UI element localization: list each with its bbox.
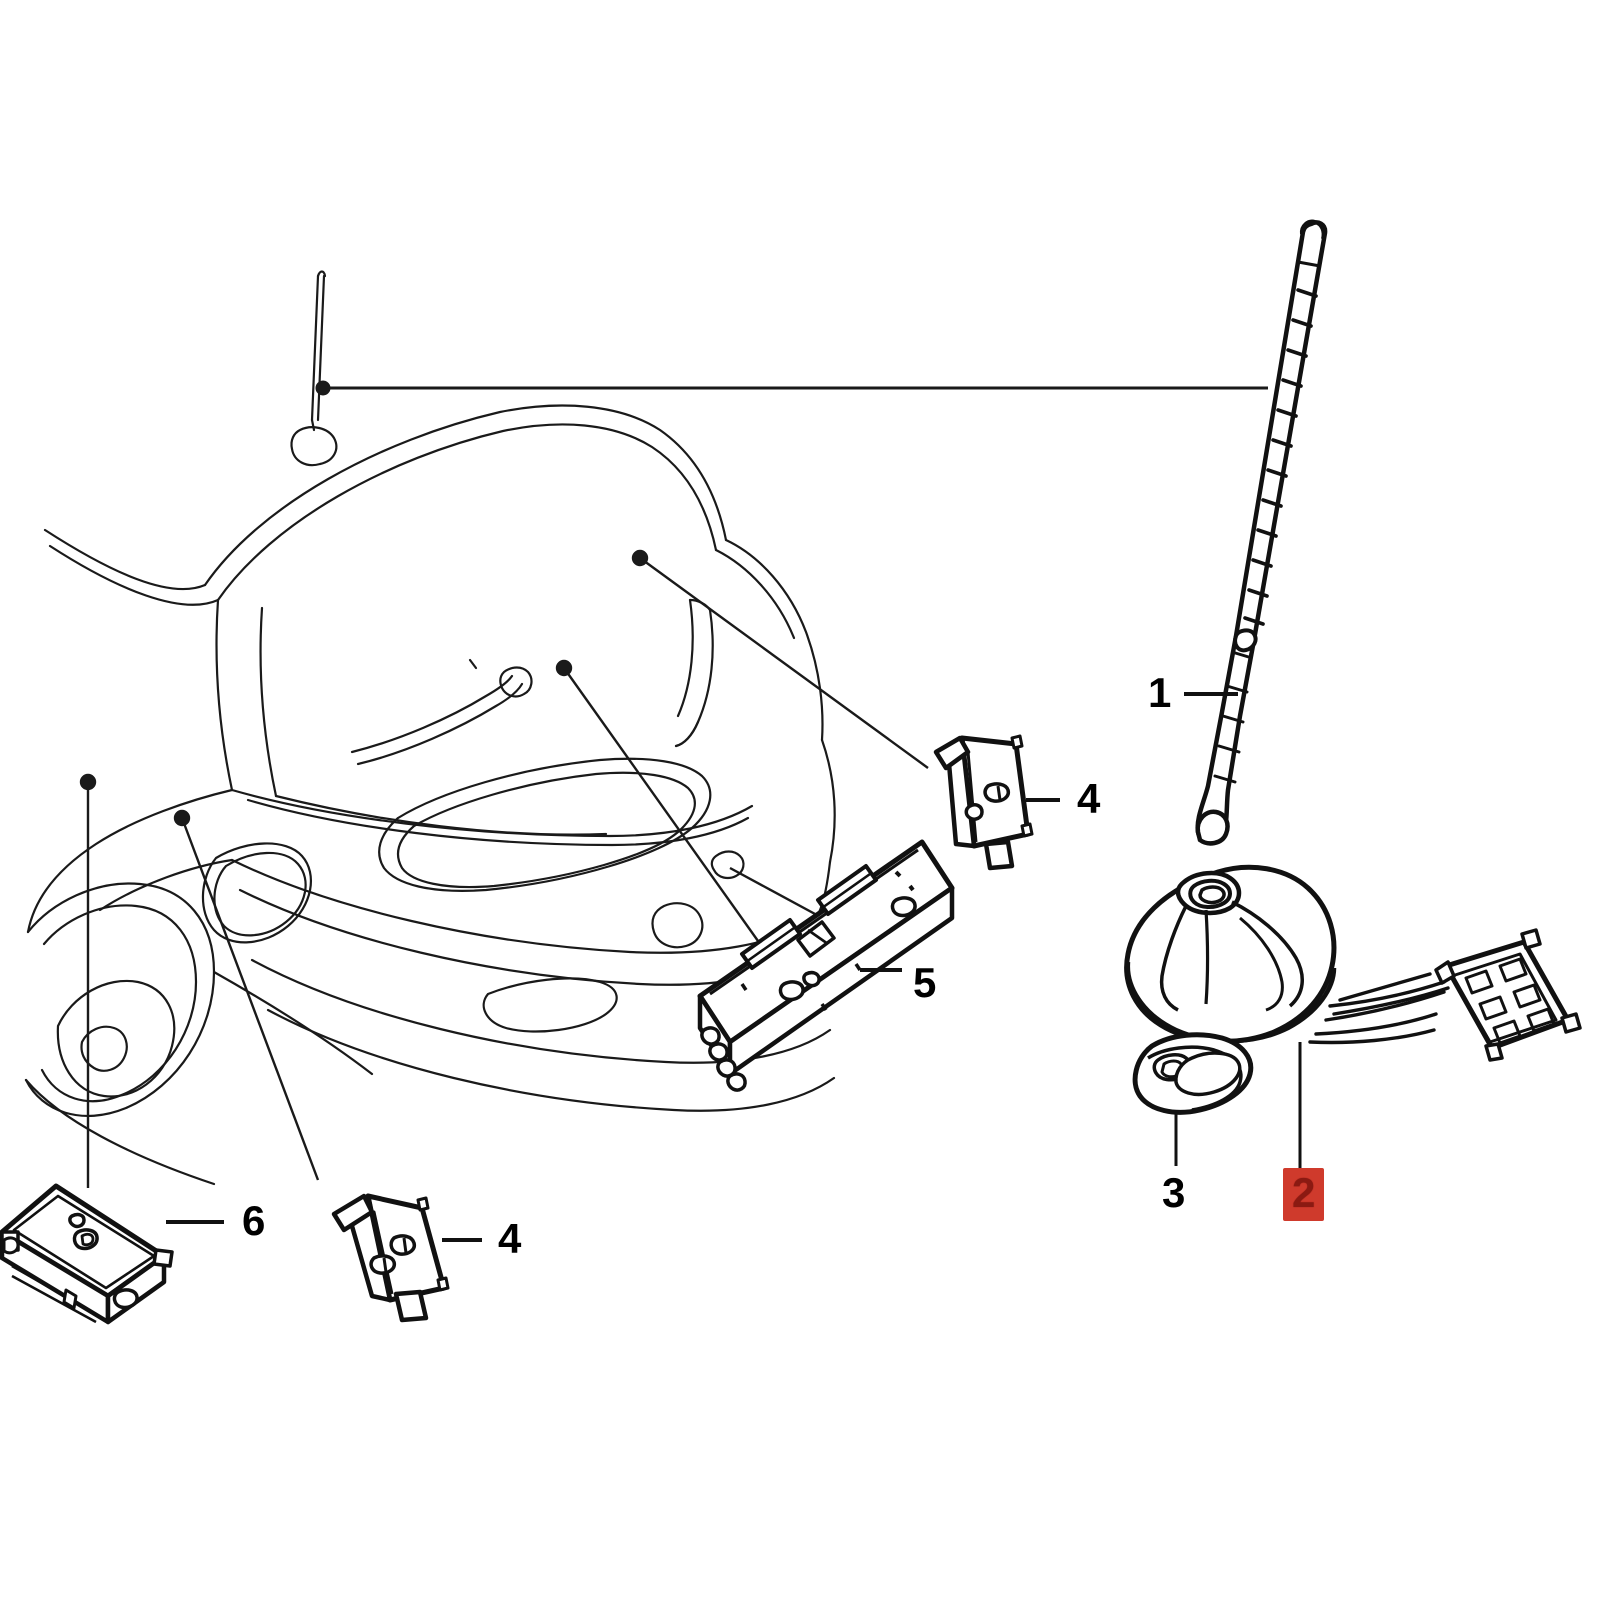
part-antenna-amplifier-upper xyxy=(933,734,1034,871)
part-harness-connector xyxy=(1434,928,1582,1062)
callout-number-5[interactable]: 5 xyxy=(913,959,937,1006)
callout-number-3[interactable]: 3 xyxy=(1162,1169,1186,1216)
leader-lines-body xyxy=(79,549,929,1188)
part-antenna-amplifier-lower xyxy=(331,1193,450,1323)
part-antenna-harness xyxy=(1308,972,1450,1045)
part-antenna-mast xyxy=(1195,219,1328,846)
callout-number-2[interactable]: 2 xyxy=(1283,1168,1325,1221)
part-antenna-control-module xyxy=(697,839,955,1092)
callout-number-1[interactable]: 1 xyxy=(1148,669,1172,716)
part-antenna-gasket xyxy=(1132,1032,1254,1115)
part-receiver-module xyxy=(0,1183,174,1325)
leader-line-part-1 xyxy=(315,380,1268,396)
callout-number-4-lower[interactable]: 4 xyxy=(498,1215,522,1262)
callout-number-4-upper[interactable]: 4 xyxy=(1077,775,1101,822)
callout-number-6[interactable]: 6 xyxy=(242,1197,266,1244)
part-antenna-base xyxy=(1124,864,1337,1044)
